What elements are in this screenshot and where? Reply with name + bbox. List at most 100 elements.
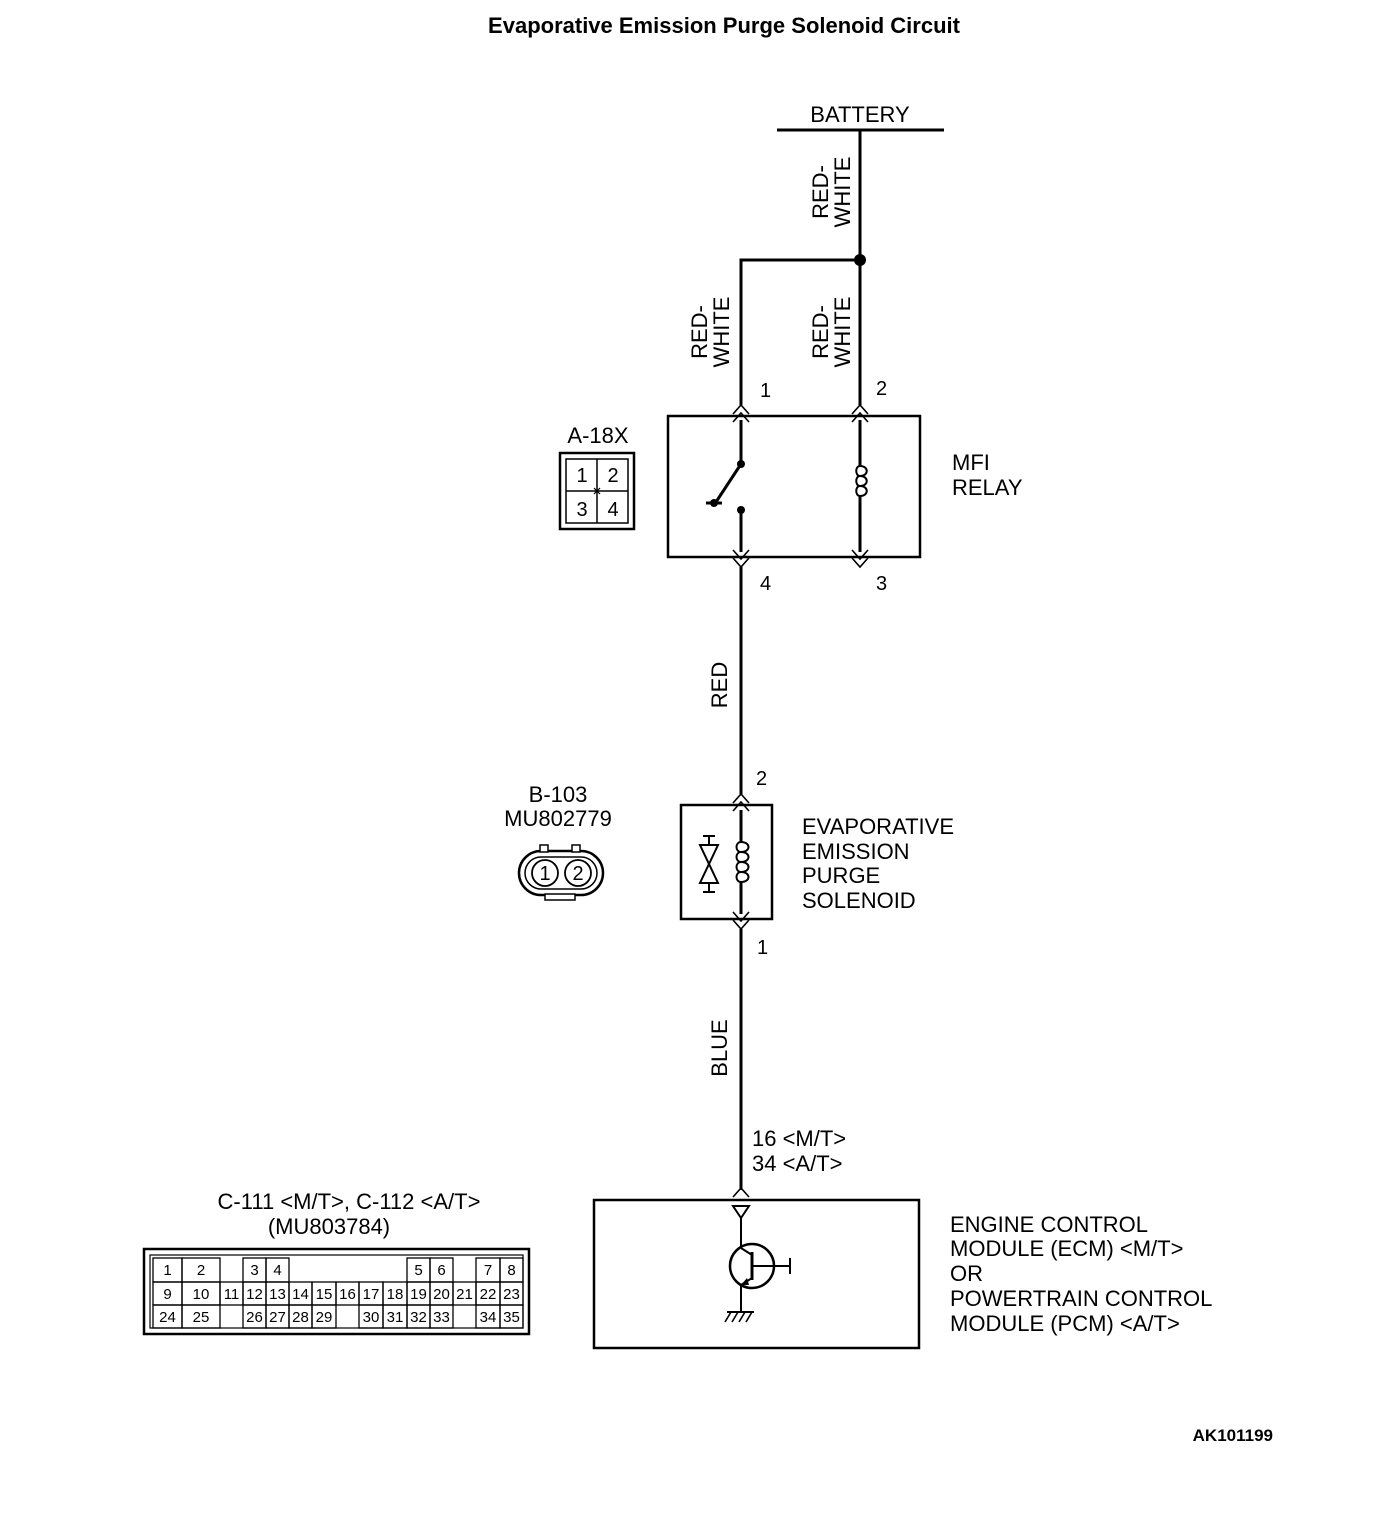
terminal-arrow [732,1186,750,1198]
connector-pin: 17 [363,1286,380,1303]
connector-pin: 2 [197,1262,205,1279]
connector-pin: 24 [159,1309,176,1326]
connector-pin: 7 [484,1262,492,1279]
ecm-connector-part: (MU803784) [268,1214,390,1239]
terminal-arrow [732,800,750,812]
wire-color-text: RED- [687,305,712,359]
ecm-name-line: MODULE (PCM) <A/T> [950,1311,1180,1336]
connector-pin: 25 [193,1309,210,1326]
connector-pin: 33 [433,1309,450,1326]
wire-color-text: RED- [808,305,833,359]
wire-label-blue: BLUE [707,1019,732,1076]
ecm-pin-line: 34 <A/T> [752,1151,843,1176]
connector-pin: 31 [387,1309,404,1326]
connector-pin: 30 [363,1309,380,1326]
connector-pin: 4 [607,499,618,521]
terminal-arrow [732,411,750,423]
connector-pin: 10 [193,1286,210,1303]
connector-pin: 11 [224,1286,240,1303]
solenoid-coil-symbol [735,810,750,914]
connector-pin: 12 [246,1286,263,1303]
relay-pin-2: 2 [876,378,887,400]
connector-cell [311,1304,337,1329]
connector-pin: 15 [316,1286,333,1303]
connector-pin: 29 [316,1309,333,1326]
connector-pin: 14 [292,1286,309,1303]
relay-pin-3: 3 [876,573,887,595]
wire-color-text: WHITE [830,157,855,228]
battery-label: BATTERY [810,102,910,127]
connector-pin: 4 [273,1262,281,1279]
connector-pin: 23 [503,1286,520,1303]
wire-color-text: RED- [808,165,833,219]
relay-pin-4: 4 [760,573,771,595]
connector-pin: 27 [269,1309,286,1326]
wire-label-relay-pin1: RED- WHITE [687,297,734,368]
connector-pin: 21 [456,1286,473,1303]
wire-color-text: RED [707,662,732,708]
wire-label-red: RED [707,662,732,708]
diagram-title: Evaporative Emission Purge Solenoid Circ… [488,13,961,38]
solenoid-connector-face: 1 2 [517,844,605,901]
solenoid-pin-2: 2 [756,768,767,790]
ecm-pin-line: 16 <M/T> [752,1126,846,1151]
wire-color-text: BLUE [707,1019,732,1076]
connector-pin: 13 [269,1286,286,1303]
wire-label-relay-pin2: RED- WHITE [808,297,855,368]
relay-pin1-wire [739,258,860,405]
relay-pin-1: 1 [760,380,771,402]
connector-pin: 34 [480,1309,497,1326]
connector-pin: 3 [576,499,587,521]
relay-switch-symbol [706,420,745,552]
connector-pin: 20 [433,1286,450,1303]
solenoid-name-line: SOLENOID [802,888,916,913]
terminal-arrow [851,403,869,415]
terminal-arrow [732,911,750,923]
ecm-box [592,1198,921,1350]
connector-pin: 2 [572,863,583,885]
purge-solenoid-box [679,803,774,921]
connector-pin: 6 [437,1262,445,1279]
connector-pin: 8 [507,1262,515,1279]
wire-color-text: WHITE [709,297,734,368]
connector-pin: 3 [250,1262,258,1279]
connector-pin: 32 [410,1309,427,1326]
terminal-arrow [732,792,750,804]
mfi-relay-box [666,414,922,559]
connector-pin: 16 [339,1286,356,1303]
connector-pin: 5 [414,1262,422,1279]
relay-connector-face: 1 2 3 4 [558,451,636,531]
solenoid-name-line: EMISSION [802,839,910,864]
connector-pin: 9 [163,1286,171,1303]
terminal-arrow [732,549,750,561]
terminal-arrow [851,557,869,569]
connector-cell [429,1304,454,1329]
connector-pin: 2 [607,465,618,487]
connector-pin: 35 [503,1309,520,1326]
connector-pin: 1 [163,1262,171,1279]
figure-code: AK101199 [1193,1426,1273,1445]
wire-color-text: WHITE [830,297,855,368]
relay-connector-id: A-18X [567,423,628,448]
connector-pin: 19 [410,1286,427,1303]
terminal-arrow [851,411,869,423]
relay-name-line: RELAY [952,475,1023,500]
ecm-connector-id: C-111 <M/T>, C-112 <A/T> [218,1189,481,1214]
solenoid-connector-part: MU802779 [504,806,612,831]
ecm-name-line: ENGINE CONTROL [950,1212,1148,1237]
ecm-name-line: MODULE (ECM) <M/T> [950,1236,1183,1261]
connector-pin: 22 [480,1286,497,1303]
connector-cell [181,1304,221,1329]
connector-pin: 28 [292,1309,309,1326]
connector-pin: 1 [539,863,550,885]
solenoid-pin-1: 1 [757,937,768,959]
solenoid-connector-id: B-103 [529,782,588,807]
transistor-symbol [724,1205,791,1323]
solenoid-name-line: EVAPORATIVE [802,814,954,839]
terminal-arrow [732,403,750,415]
valve-icon [698,835,720,893]
connector-cell [499,1304,524,1329]
